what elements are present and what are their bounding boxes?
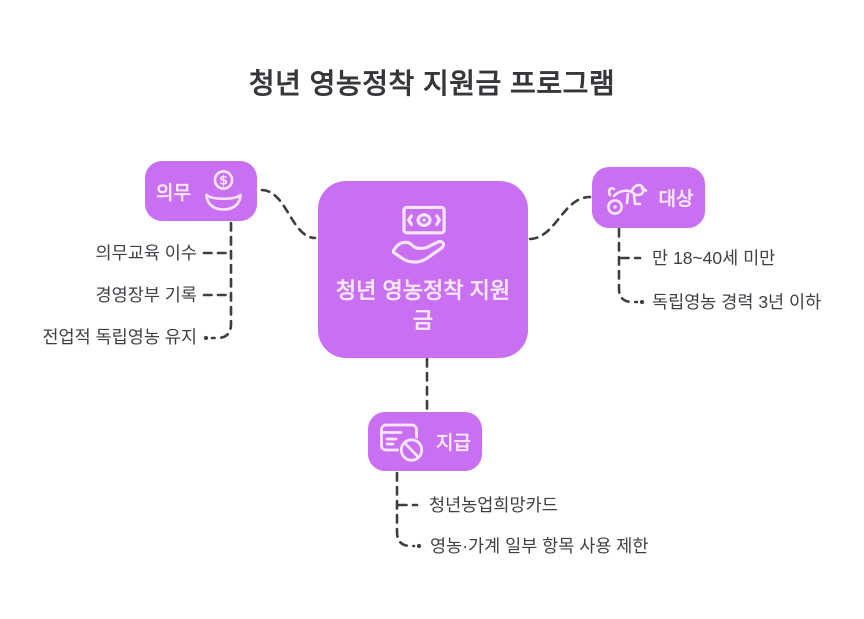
payment-node: 지급 bbox=[368, 412, 482, 471]
target-node: 대상 bbox=[592, 167, 705, 228]
obligation-item-3: 전업적 독립영농 유지 bbox=[42, 327, 197, 347]
svg-text:$: $ bbox=[219, 173, 228, 188]
obligation-item-2: 경영장부 기록 bbox=[95, 285, 197, 305]
obligation-node: 의무 $ bbox=[145, 161, 257, 221]
card-restricted-icon bbox=[380, 423, 425, 463]
target-item-2: 독립영농 경력 3년 이하 bbox=[652, 292, 822, 312]
center-node-label: 청년 영농정착 지원금 bbox=[335, 277, 511, 333]
branch-end-dot-payment bbox=[416, 543, 422, 549]
branch-line-payment bbox=[395, 471, 416, 548]
connector-center-to-target bbox=[528, 195, 592, 241]
page-title: 청년 영농정착 지원금 프로그램 bbox=[248, 68, 616, 99]
connector-obligation-to-center bbox=[260, 188, 317, 240]
payment-node-label: 지급 bbox=[436, 433, 471, 454]
payment-item-1: 청년농업희망카드 bbox=[429, 495, 558, 515]
target-item-1: 만 18~40세 미만 bbox=[652, 248, 776, 268]
branch-end-dot-obligation bbox=[203, 335, 209, 341]
coin-bowl-icon: $ bbox=[205, 170, 242, 211]
branch-line-target bbox=[617, 227, 639, 304]
payment-item-2: 영농·가계 일부 항목 사용 제한 bbox=[430, 536, 649, 556]
branch-line-obligation bbox=[210, 221, 233, 340]
obligation-node-label: 의무 bbox=[156, 182, 191, 204]
money-in-hand-icon bbox=[391, 205, 446, 264]
target-node-label: 대상 bbox=[658, 189, 694, 210]
center-node: 청년 영농정착 지원금 bbox=[318, 181, 528, 358]
dog-icon bbox=[606, 183, 647, 215]
branch-end-dot-target bbox=[639, 299, 645, 305]
obligation-item-1: 의무교육 이수 bbox=[95, 243, 197, 263]
